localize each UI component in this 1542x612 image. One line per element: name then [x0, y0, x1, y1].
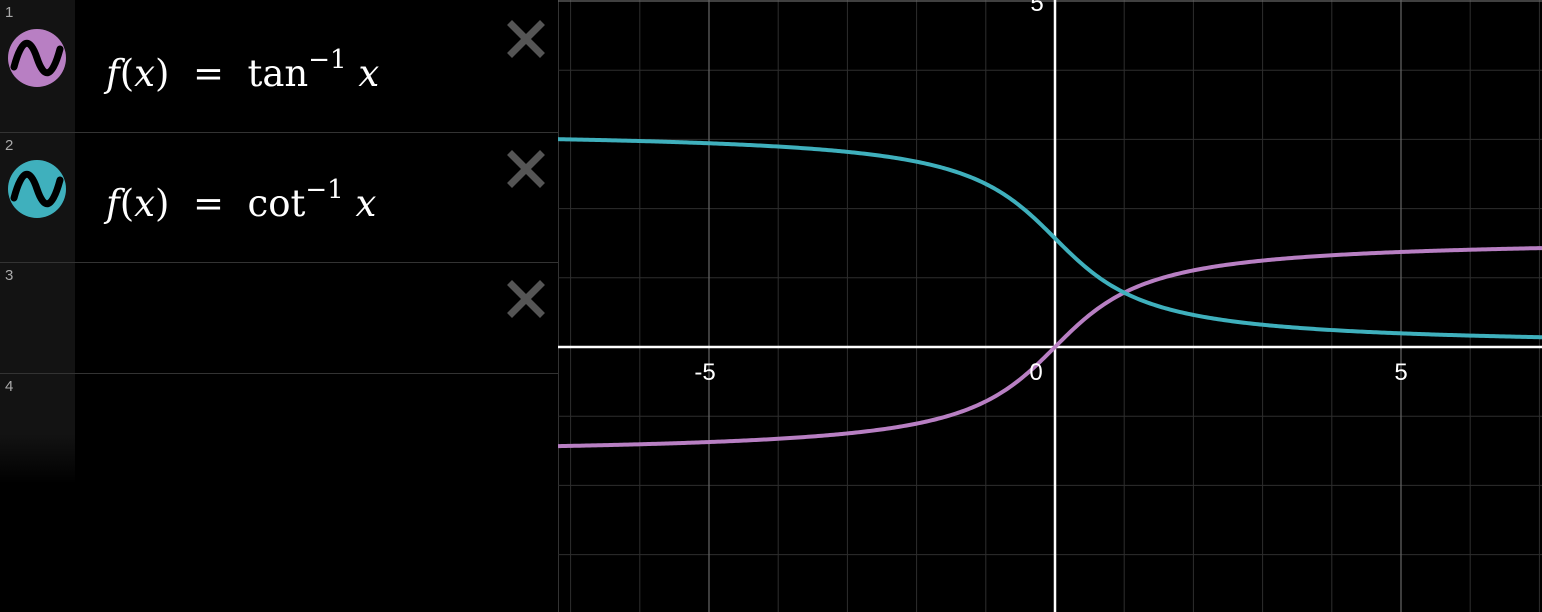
row-gutter: 4	[0, 374, 75, 484]
inverse-superscript: −1	[305, 175, 344, 205]
graph-canvas[interactable]: -5 0 5 5	[558, 0, 1542, 612]
function-argument: x	[358, 52, 380, 95]
x-tick-label-5: 5	[1394, 359, 1407, 386]
curve-arctan[interactable]	[558, 246, 1542, 449]
minor-grid	[558, 0, 1542, 612]
expression-list: 1 f(x) = tan−1 x 2 f(x) = cot−1 x	[0, 0, 559, 612]
expression-index: 2	[5, 137, 14, 154]
expression-row-1[interactable]: 1 f(x) = tan−1 x	[0, 0, 558, 133]
row-gutter: 1	[0, 0, 75, 132]
expression-index: 4	[5, 378, 14, 395]
expression-index: 3	[5, 267, 14, 284]
row-gutter: 2	[0, 133, 75, 262]
close-icon[interactable]	[505, 278, 547, 320]
curve-arccot[interactable]	[558, 137, 1542, 340]
inverse-superscript: −1	[308, 45, 347, 75]
axes	[558, 0, 1542, 612]
origin-tick-label: 0	[1029, 359, 1042, 386]
row-gutter: 3	[0, 263, 75, 373]
trig-function: tan	[247, 52, 309, 95]
trig-function: cot	[247, 182, 306, 225]
expression-index: 1	[5, 4, 14, 21]
tick-labels: -5 0 5 5	[694, 0, 1407, 386]
sine-wave-icon[interactable]	[8, 160, 66, 218]
curves	[558, 137, 1542, 449]
function-variable: x	[134, 182, 156, 225]
y-tick-label-5: 5	[1030, 0, 1043, 17]
expression-row-4[interactable]: 4	[0, 374, 558, 484]
expression-latex[interactable]: f(x) = cot−1 x	[106, 175, 377, 225]
function-argument: x	[355, 182, 377, 225]
function-name: f	[106, 52, 120, 95]
expression-row-3[interactable]: 3	[0, 263, 558, 374]
expression-row-2[interactable]: 2 f(x) = cot−1 x	[0, 133, 558, 263]
function-variable: x	[134, 52, 156, 95]
function-name: f	[106, 182, 120, 225]
major-grid	[558, 0, 1542, 612]
x-tick-label-neg5: -5	[694, 359, 715, 386]
close-icon[interactable]	[505, 18, 547, 60]
sine-wave-icon[interactable]	[8, 29, 66, 87]
close-icon[interactable]	[505, 148, 547, 190]
expression-latex[interactable]: f(x) = tan−1 x	[106, 45, 380, 95]
